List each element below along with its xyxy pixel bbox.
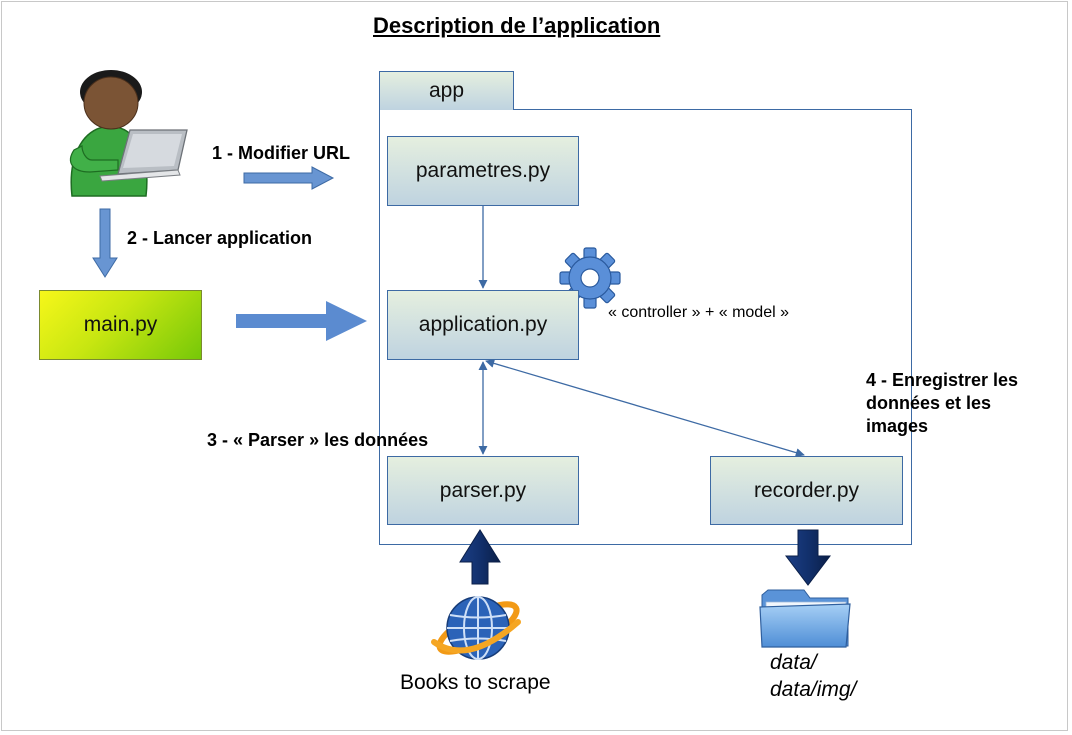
output-path-data: data/ — [770, 651, 817, 674]
arrow-main-to-application — [236, 301, 367, 341]
arrow-launch-down — [92, 208, 118, 278]
diagram-title: Description de l’application — [373, 13, 661, 38]
arrow-recorder-to-output — [784, 529, 832, 586]
source-label: Books to scrape — [400, 671, 551, 694]
application-role-caption: « controller » + « model » — [608, 304, 789, 321]
app-package-frame — [379, 109, 912, 545]
step-2-label: 2 - Lancer application — [127, 228, 313, 248]
main-py-box: main.py — [39, 290, 202, 360]
step-4-label-line2: données et les — [866, 393, 992, 413]
arrow-source-to-parser — [459, 529, 501, 585]
step-4-label-line3: images — [866, 416, 929, 436]
step-3-label: 3 - « Parser » les données — [207, 430, 429, 450]
arrow-modify-url — [243, 166, 335, 190]
connector-application-recorder — [485, 358, 805, 458]
parametres-py-box: parametres.py — [387, 136, 579, 206]
step-1-label: 1 - Modifier URL — [212, 143, 350, 163]
recorder-py-box: recorder.py — [710, 456, 903, 525]
parser-py-box: parser.py — [387, 456, 579, 525]
step-4-label-line1: 4 - Enregistrer les — [866, 370, 1019, 390]
app-package-tab: app — [379, 71, 514, 110]
output-path-img: data/img/ — [770, 678, 857, 701]
application-py-box: application.py — [387, 290, 579, 360]
